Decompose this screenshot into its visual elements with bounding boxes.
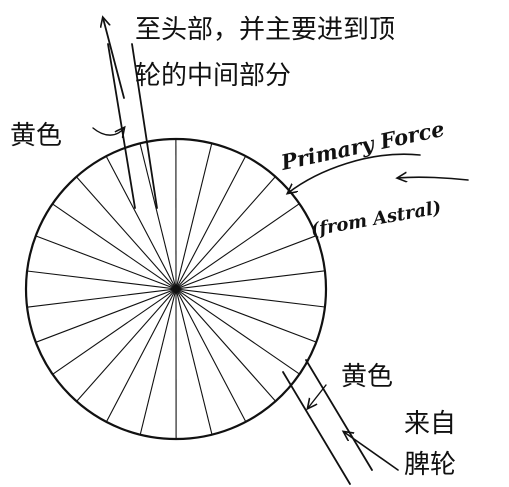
primary-force-arrow-lower <box>398 177 469 180</box>
yellow-top-pointer <box>92 128 124 135</box>
lower-channel <box>282 359 373 485</box>
yellow-bottom-label: 黄色 <box>341 362 393 392</box>
up-arrow <box>103 18 125 99</box>
to-head-label-line1: 至头部，并主要进到顶 <box>135 15 395 45</box>
from-label-line1: 来自 <box>404 409 456 439</box>
wheel-hub <box>173 286 179 292</box>
from-astral-label: (from Astral) <box>309 197 443 241</box>
yellow-bottom-pointer <box>308 384 327 408</box>
to-head-label-line2: 轮的中间部分 <box>135 61 291 91</box>
primary-force-label: Primary Force <box>278 116 447 175</box>
from-spleen-arrow <box>344 432 399 471</box>
yellow-top-label: 黄色 <box>10 121 62 151</box>
from-label-line2: 脾轮 <box>404 450 456 480</box>
primary-force-arrow-upper <box>288 153 421 193</box>
primary-force-arrows <box>288 153 469 193</box>
chakra-wheel <box>24 137 328 441</box>
